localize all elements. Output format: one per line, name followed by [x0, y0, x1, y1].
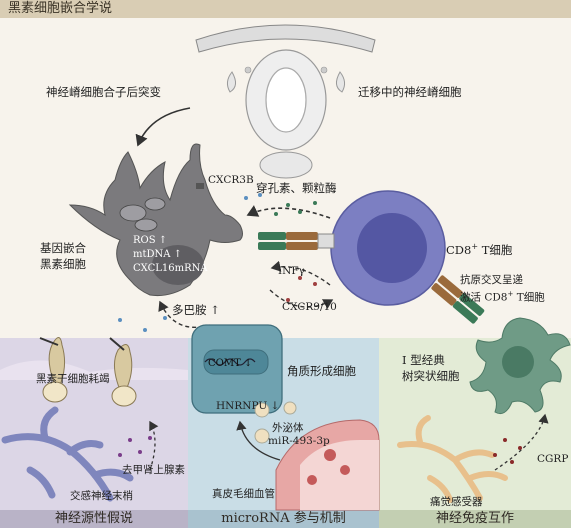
label-norepinephrine: 去甲肾上腺素	[122, 464, 185, 476]
label-cd8-tcell: CD8+ T细胞	[446, 242, 513, 257]
label-mtdna: mtDNA ↑	[133, 249, 183, 260]
caption-microrna: microRNA 参与机制	[221, 511, 346, 526]
tcr-mhc-icon	[258, 232, 335, 250]
label-mirna: miR-493-3p	[268, 435, 330, 447]
label-infg: INFγ	[278, 265, 305, 277]
label-capillary: 真皮毛细血管	[212, 488, 275, 500]
sympathetic-nerve-icon	[1, 406, 134, 502]
nociceptor-icon	[397, 415, 508, 503]
caption-neuroimmune: 神经免疫互作	[435, 511, 514, 526]
label-keratinocyte: 角质形成细胞	[287, 364, 356, 378]
cd8-t-cell-icon	[330, 190, 446, 306]
tcr-dc-icon	[431, 275, 485, 324]
neural-tube-icon	[195, 24, 376, 179]
label-dopamine: 多巴胺 ↑	[172, 303, 220, 317]
hair-follicle-icon	[0, 337, 188, 407]
caption-neurogenic: 神经源性假说	[54, 511, 133, 526]
label-ros: ROS ↑	[133, 235, 168, 246]
label-cxcr9-10: CXCR9/10	[282, 301, 337, 313]
header-title: 黑素细胞嵌合学说	[8, 1, 113, 16]
label-cdc1-2: 树突状细胞	[402, 369, 460, 383]
label-nerve-ending: 交感神经末梢	[70, 490, 133, 502]
label-exosome: 外泌体	[272, 422, 304, 434]
label-stem-cell: 黑素干细胞耗竭	[36, 373, 110, 385]
label-melanocyte-1: 基因嵌合	[40, 241, 86, 255]
label-cross-present-2: 激活 CD8+ T细胞	[460, 290, 545, 304]
label-cxcl16: CXCL16mRNA	[133, 263, 208, 274]
label-cxcr3b: CXCR3B	[208, 174, 254, 186]
label-cgrp: CGRP	[537, 453, 569, 465]
dendritic-cell-icon	[469, 317, 571, 415]
capillary-icon	[275, 419, 380, 511]
melanocyte-icon	[68, 143, 243, 296]
label-migrating-cells: 迁移中的神经嵴细胞	[358, 85, 462, 99]
label-cross-present-1: 抗原交叉呈递	[460, 274, 523, 286]
label-cdc1-1: Ⅰ 型经典	[402, 353, 445, 367]
label-hnrnpu: HNRNPU ↓	[216, 400, 280, 412]
label-nociceptor: 痛觉感受器	[430, 496, 483, 508]
header-bar	[0, 0, 571, 18]
keratinocyte-icon	[191, 324, 283, 414]
label-zygote-mutation: 神经嵴细胞合子后突变	[46, 85, 161, 99]
label-melanocyte-2: 黑素细胞	[40, 257, 86, 271]
label-comt: COMT ↓	[208, 358, 253, 369]
label-perforin: 穿孔素、颗粒酶	[256, 181, 337, 195]
